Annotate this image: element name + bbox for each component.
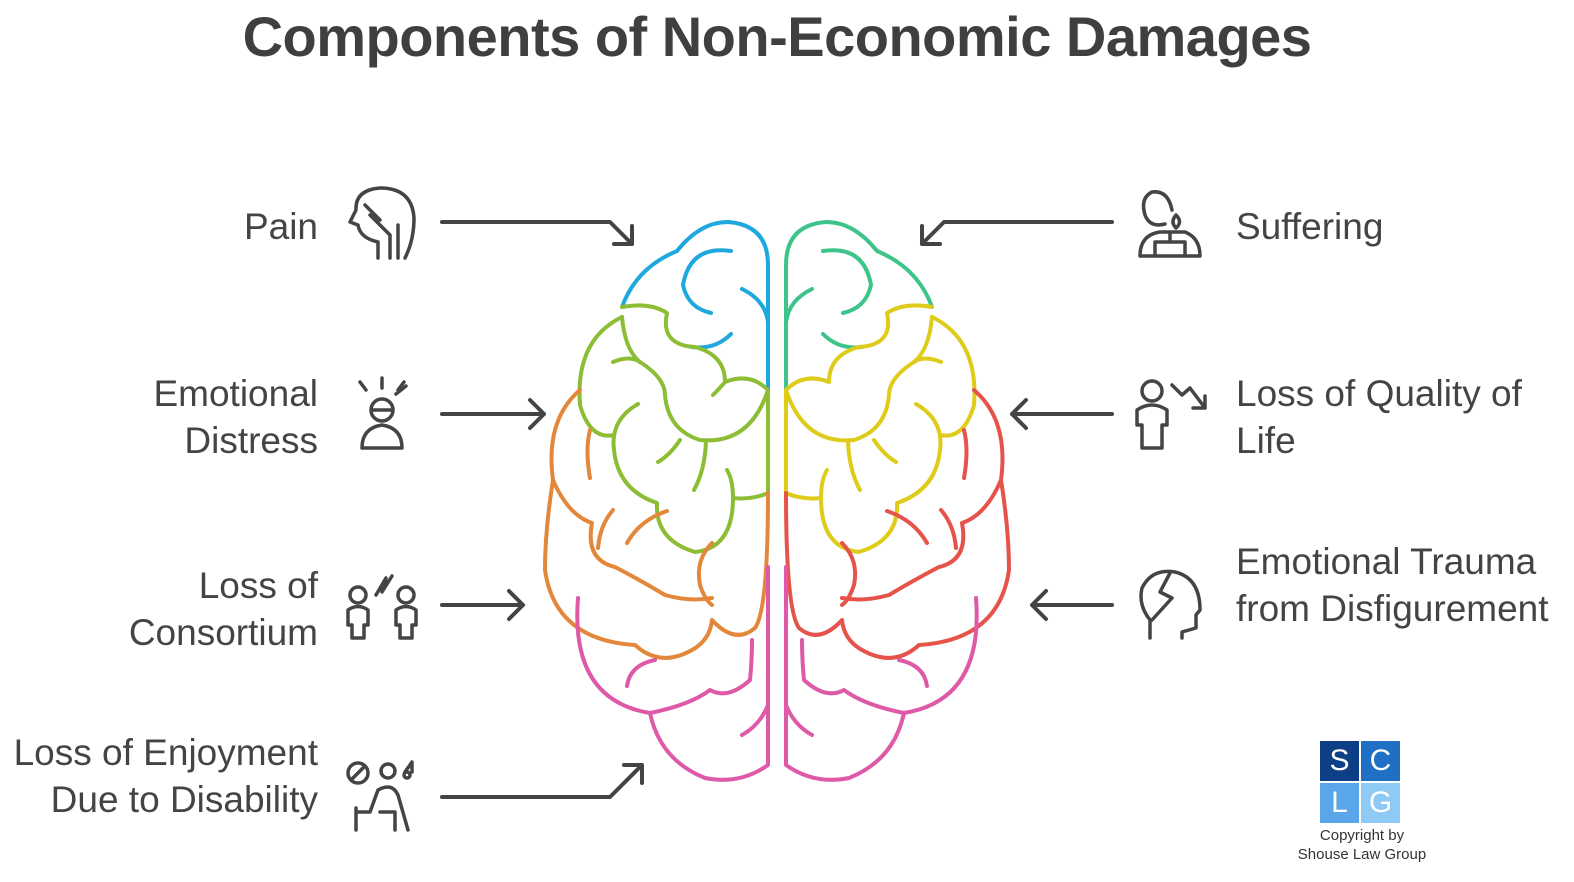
brain-left-hemisphere (543, 220, 770, 782)
wheelchair-person-icon (346, 760, 414, 832)
label-suffering: Suffering (1236, 206, 1384, 247)
person-decline-icon (1135, 379, 1207, 450)
brain-region-orange (543, 388, 770, 660)
label-pain: Pain (243, 206, 318, 247)
label-loss-of-enjoyment: Loss of Enjoyment Due to Disability (13, 732, 318, 820)
logo-letter-c: C (1361, 741, 1400, 781)
icons (346, 186, 1207, 832)
arrow-emotional-distress (440, 398, 546, 430)
head-pain-icon (348, 186, 416, 260)
distressed-person-icon (358, 376, 408, 450)
copyright-text: Copyright by Shouse Law Group (1280, 826, 1444, 864)
sclg-logo: S C L G (1320, 741, 1400, 823)
broken-head-icon (1139, 569, 1202, 640)
label-loss-of-consortium: Loss of Consortium (128, 565, 318, 653)
diagram-title: Components of Non-Economic Damages (242, 5, 1312, 68)
brain-region-red (784, 388, 1011, 660)
label-emotional-distress: Emotional Distress (153, 373, 318, 461)
arrow-trauma (1030, 589, 1114, 621)
label-loss-of-quality-of-life: Loss of Quality of Life (1236, 373, 1522, 461)
arrow-quality-of-life (1010, 398, 1114, 430)
label-emotional-trauma: Emotional Trauma from Disfigurement (1236, 541, 1549, 629)
brain-region-teal (784, 220, 934, 392)
arrow-consortium (440, 589, 525, 621)
brain-region-pink-right (784, 565, 979, 782)
copyright-line-1: Copyright by (1319, 827, 1405, 844)
arrow-pain (440, 220, 634, 246)
logo-letter-g: G (1361, 783, 1400, 823)
logo-letter-s: S (1320, 741, 1359, 781)
copyright-line-2: Shouse Law Group (1297, 846, 1427, 863)
crying-person-icon (1138, 190, 1202, 258)
brain-region-green (577, 303, 770, 554)
brain-region-yellow (784, 303, 977, 554)
brain-region-pink (575, 565, 770, 782)
arrow-enjoyment (440, 763, 644, 799)
logo-letter-l: L (1320, 783, 1359, 823)
couple-icon (346, 574, 418, 640)
arrows (440, 220, 1114, 799)
brain-region-blue (620, 220, 770, 392)
arrow-suffering (920, 220, 1114, 246)
brain-right-hemisphere (784, 220, 1011, 782)
